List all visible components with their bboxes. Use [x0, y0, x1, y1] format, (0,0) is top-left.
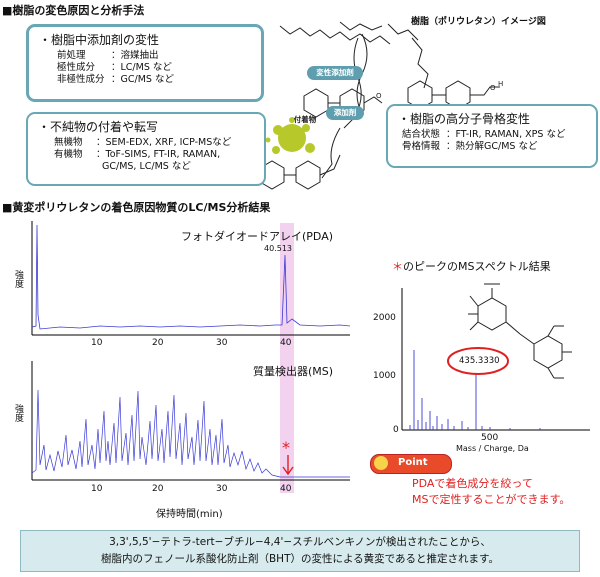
box-additive: ・樹脂中添加剤の変性 前処理：溶媒抽出 極性成分：LC/MS など 非極性成分：…: [26, 24, 264, 102]
ms-y-tick: 1000: [373, 371, 396, 381]
pda-peak-label: 40.513: [264, 244, 292, 253]
ms-asterisk: *: [282, 438, 290, 457]
conclusion-line-1: 3,3',5,5'−テトラ-tert−ブチル−4,4'−スチルベンキノンが検出さ…: [109, 536, 491, 548]
ms-y-tick: 0: [393, 425, 399, 435]
conclusion-line-2: 樹脂内のフェノール系酸化防止剤（BHT）の変性による黄変であると推定されます。: [100, 553, 500, 565]
pda-x-tick: 10: [91, 338, 103, 348]
ms-y-tick: 2000: [373, 313, 396, 323]
box-additive-row: 非極性成分：GC/MS など: [57, 74, 174, 85]
box-additive-heading: ・樹脂中添加剤の変性: [39, 33, 160, 47]
deposit-tag: 付着物: [293, 115, 317, 124]
box-polymer: ・樹脂の高分子骨格変性 結合状態：FT-IR, RAMAN, XPS など 骨格…: [386, 104, 598, 168]
x-axis-label: 保持時間(min): [156, 509, 223, 520]
image-caption: 樹脂（ポリウレタン）イメージ図: [411, 17, 546, 27]
additive-tag: 添加剤: [326, 106, 364, 120]
point-badge: Point: [370, 454, 452, 474]
box-impurity-row: 無機物：SEM-EDX, XRF, ICP-MSなど: [54, 137, 232, 148]
ms-y-label: 強度: [13, 404, 23, 422]
box-impurity-row: GC/MS, LC/MS など: [102, 161, 191, 172]
ms-x-tick: 10: [91, 484, 103, 494]
ms-peak-value: 435.3330: [459, 356, 500, 366]
box-additive-row: 極性成分：LC/MS など: [57, 62, 172, 73]
box-impurity: ・不純物の付着や転写 無機物：SEM-EDX, XRF, ICP-MSなど 有機…: [26, 112, 266, 186]
conclusion-box: 3,3',5,5'−テトラ-tert−ブチル−4,4'−スチルベンキノンが検出さ…: [20, 530, 580, 572]
ms-x-tick: 40: [280, 484, 292, 494]
box-impurity-heading: ・不純物の付着や転写: [38, 120, 159, 134]
section2-title: ■黄変ポリウレタンの着色原因物質のLC/MS分析結果: [2, 201, 271, 214]
svg-text:O: O: [490, 84, 496, 92]
ms-x-tick: 30: [216, 484, 228, 494]
point-label: Point: [398, 457, 428, 468]
ms-x-tick: 500: [481, 433, 499, 443]
point-icon: [374, 456, 388, 470]
ms-x-tick: 20: [152, 484, 164, 494]
ms-x-axis-label: Mass / Charge, Da: [456, 444, 529, 453]
point-text-1: PDAで着色成分を絞って: [412, 477, 533, 490]
box-impurity-row: 有機物：ToF-SIMS, FT-IR, RAMAN,: [54, 149, 221, 160]
svg-text:O: O: [376, 92, 382, 100]
box-polymer-heading: ・樹脂の高分子骨格変性: [398, 112, 531, 126]
pda-x-tick: 30: [216, 338, 228, 348]
pda-y-label: 強度: [13, 270, 23, 288]
pda-label: フォトダイオードアレイ(PDA): [181, 230, 334, 243]
ms-label: 質量検出器(MS): [253, 365, 334, 378]
pda-x-tick: 40: [280, 338, 292, 348]
svg-text:H: H: [498, 80, 503, 88]
box-polymer-row: 骨格情報：熱分解GC/MS など: [402, 141, 538, 152]
box-polymer-row: 結合状態：FT-IR, RAMAN, XPS など: [402, 129, 566, 140]
ms-spectrum-title: ＊のピークのMSスペクトル結果: [392, 260, 551, 273]
pda-x-tick: 20: [152, 338, 164, 348]
modified-additive-tag: 変性添加剤: [307, 66, 363, 80]
ms-spectrum: [401, 283, 590, 431]
box-additive-row: 前処理：溶媒抽出: [57, 50, 159, 61]
point-text-2: MSで定性することができます。: [412, 493, 571, 506]
lc-chromatograms: *: [31, 221, 351, 493]
section1-title: ■樹脂の変色原因と分析手法: [2, 4, 145, 17]
